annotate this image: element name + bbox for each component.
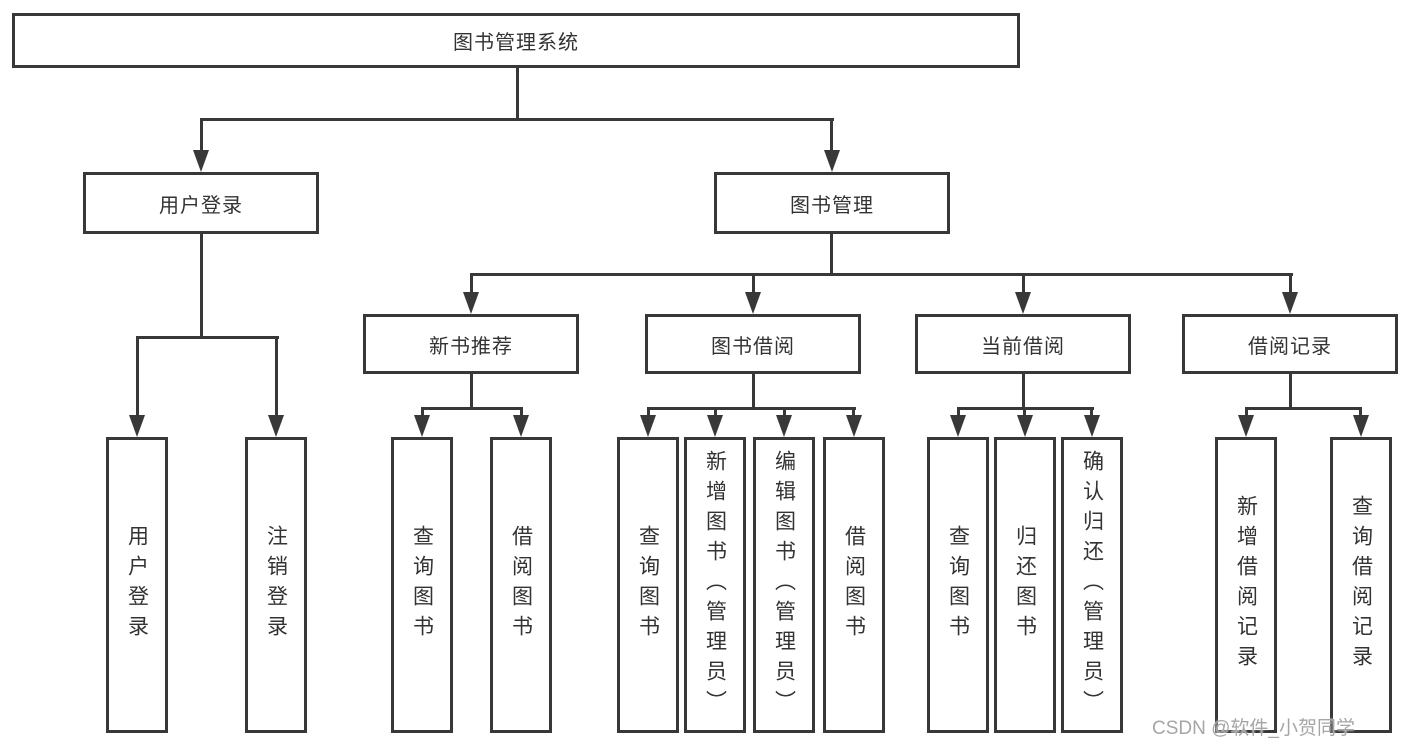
connector-leaf-stem (714, 407, 717, 419)
node-new-book-recommendation-label: 新书推荐 (429, 335, 513, 358)
arrow-down-icon (846, 415, 862, 437)
node-root-label: 图书管理系统 (453, 32, 579, 54)
connector-leaf-stem (1359, 407, 1362, 419)
node-user-login: 用户登录 (83, 172, 319, 234)
arrow-down-icon (1238, 415, 1254, 437)
connector-user-login-branch (136, 336, 279, 339)
leaf-borrow-books-label: 借阅图书 (842, 525, 866, 645)
leaf-add-borrow-record-label: 新增借阅记录 (1234, 495, 1258, 675)
arrow-down-icon (1015, 292, 1031, 314)
node-new-book-recommendation: 新书推荐 (363, 314, 579, 374)
connector-to-book-mgmt-stem (830, 118, 833, 152)
leaf-logout: 注销登录 (245, 437, 307, 733)
connector-to-current-borrowing-stem (1022, 273, 1025, 294)
connector-new-books-stem (470, 374, 473, 409)
arrow-down-icon (950, 415, 966, 437)
connector-new-books-branch (421, 407, 523, 410)
connector-leaf-stem (647, 407, 650, 419)
leaf-borrow-books-recommend-label: 借阅图书 (509, 525, 533, 645)
connector-to-user-login-stem (200, 118, 203, 152)
arrow-down-icon (513, 415, 529, 437)
connector-leaf-stem (1023, 407, 1026, 419)
arrow-down-icon (1017, 415, 1033, 437)
connector-user-login-stem (200, 234, 203, 336)
arrow-down-icon (1282, 292, 1298, 314)
leaf-borrow-books-recommend: 借阅图书 (490, 437, 552, 733)
leaf-query-books-borrowing-label: 查询图书 (636, 525, 660, 645)
leaf-query-books-recommend-label: 查询图书 (410, 525, 434, 645)
arrow-down-icon (129, 415, 145, 437)
leaf-edit-books-admin-label: 编辑图书（管理员） (772, 450, 796, 720)
connector-leaf-stem (136, 336, 139, 417)
node-book-management-label: 图书管理 (790, 194, 874, 217)
leaf-user-login: 用户登录 (106, 437, 168, 733)
connector-leaf-stem (852, 407, 855, 419)
connector-book-borrowing-stem (752, 374, 755, 409)
connector-leaf-stem (957, 407, 960, 419)
leaf-user-login-label: 用户登录 (125, 525, 149, 645)
connector-book-mgmt-branch (470, 273, 1293, 276)
arrow-down-icon (414, 415, 430, 437)
leaf-confirm-return-admin-label: 确认归还（管理员） (1080, 450, 1104, 720)
leaf-add-borrow-record: 新增借阅记录 (1215, 437, 1277, 733)
arrow-down-icon (463, 292, 479, 314)
connector-leaf-stem (421, 407, 424, 419)
leaf-query-books-current: 查询图书 (927, 437, 989, 733)
connector-leaf-stem (1245, 407, 1248, 419)
leaf-logout-label: 注销登录 (264, 525, 288, 645)
leaf-borrow-books: 借阅图书 (823, 437, 885, 733)
arrow-down-icon (640, 415, 656, 437)
connector-borrow-records-branch (1245, 407, 1362, 410)
node-book-borrowing: 图书借阅 (645, 314, 861, 374)
arrow-down-icon (1353, 415, 1369, 437)
connector-book-mgmt-stem (830, 234, 833, 276)
arrow-down-icon (824, 150, 840, 172)
leaf-query-books-borrowing: 查询图书 (617, 437, 679, 733)
leaf-return-books: 归还图书 (994, 437, 1056, 733)
leaf-add-books-admin: 新增图书（管理员） (684, 437, 746, 733)
leaf-return-books-label: 归还图书 (1013, 525, 1037, 645)
leaf-edit-books-admin: 编辑图书（管理员） (753, 437, 815, 733)
node-user-login-label: 用户登录 (159, 194, 243, 217)
leaf-confirm-return-admin: 确认归还（管理员） (1061, 437, 1123, 733)
csdn-watermark: CSDN @软件_小贺同学 (1152, 718, 1355, 739)
leaf-query-borrow-record-label: 查询借阅记录 (1349, 495, 1373, 675)
node-current-borrowing-label: 当前借阅 (981, 335, 1065, 358)
arrow-down-icon (776, 415, 792, 437)
connector-root-stem (516, 68, 519, 120)
arrow-down-icon (745, 292, 761, 314)
leaf-query-borrow-record: 查询借阅记录 (1330, 437, 1392, 733)
node-book-borrowing-label: 图书借阅 (711, 335, 795, 358)
connector-leaf-stem (275, 336, 278, 417)
connector-to-borrow-records-stem (1289, 273, 1292, 294)
node-borrowing-records-label: 借阅记录 (1248, 335, 1332, 358)
connector-to-new-books-stem (470, 273, 473, 294)
connector-book-borrowing-branch (647, 407, 856, 410)
arrow-down-icon (193, 150, 209, 172)
connector-root-branch (200, 118, 834, 121)
connector-to-book-borrowing-stem (752, 273, 755, 294)
connector-leaf-stem (520, 407, 523, 419)
arrow-down-icon (1084, 415, 1100, 437)
node-book-management: 图书管理 (714, 172, 950, 234)
node-current-borrowing: 当前借阅 (915, 314, 1131, 374)
connector-borrow-records-stem (1289, 374, 1292, 409)
leaf-add-books-admin-label: 新增图书（管理员） (703, 450, 727, 720)
connector-leaf-stem (1090, 407, 1093, 419)
connector-leaf-stem (783, 407, 786, 419)
node-borrowing-records: 借阅记录 (1182, 314, 1398, 374)
connector-current-borrowing-stem (1022, 374, 1025, 409)
arrow-down-icon (707, 415, 723, 437)
node-root-library-system: 图书管理系统 (12, 13, 1020, 68)
leaf-query-books-current-label: 查询图书 (946, 525, 970, 645)
leaf-query-books-recommend: 查询图书 (391, 437, 453, 733)
arrow-down-icon (268, 415, 284, 437)
